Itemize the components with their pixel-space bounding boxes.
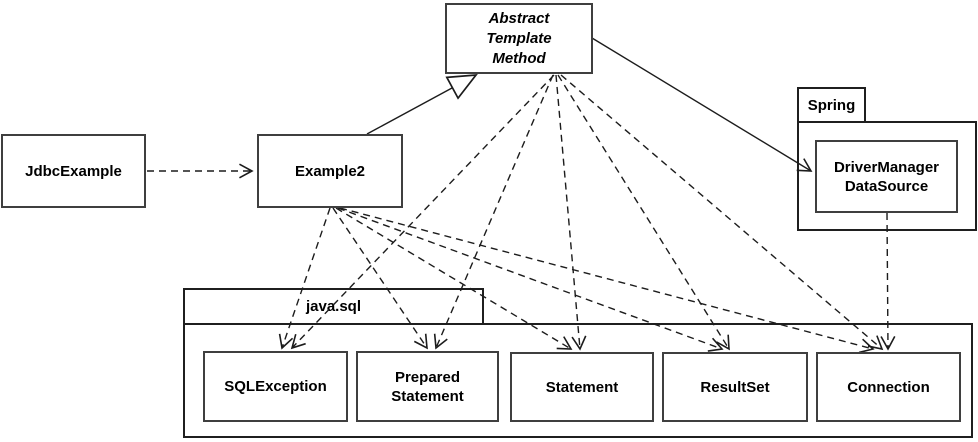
edge-dependency-Example2-to-PreparedStatement — [332, 207, 428, 350]
package-tab-java-sql: java.sql — [183, 288, 484, 325]
class-statement: Statement — [510, 352, 654, 422]
class-label-line: Prepared — [394, 368, 461, 386]
edge-dependency-AbstractTemplateMethod-to-Statement — [555, 74, 587, 351]
class-drivermanagerdatasource: DriverManager DataSource — [815, 140, 958, 213]
edge-dependency-Example2-to-Statement — [335, 207, 573, 350]
class-abstract-template-method: Abstract Template Method — [445, 3, 593, 74]
class-label: Connection — [847, 378, 930, 396]
edge-dependency-Example2-to-Connection — [339, 207, 875, 354]
class-resultset: ResultSet — [662, 352, 808, 422]
edge-association-AbstractTemplateMethod-to-DriverManagerDataSource — [591, 37, 813, 172]
class-example2: Example2 — [257, 134, 403, 208]
class-label: Example2 — [294, 162, 366, 180]
package-label-java-sql: java.sql — [305, 298, 362, 315]
class-label: ResultSet — [700, 378, 770, 396]
class-label-line: Statement — [391, 387, 464, 405]
class-sqlexception: SQLException — [203, 351, 348, 422]
edge-dependency-Example2-to-ResultSet — [337, 207, 724, 352]
edge-dependency-DriverManagerDataSource-to-Connection — [880, 212, 896, 351]
class-connection: Connection — [816, 352, 961, 422]
edge-dependency-AbstractTemplateMethod-to-ResultSet — [557, 74, 730, 351]
class-label-line: Abstract — [488, 9, 550, 27]
class-label-line: Template — [486, 29, 552, 47]
edge-dependency-Example2-to-SQLException — [278, 207, 331, 350]
edge-generalization-Example2-to-AbstractTemplateMethod — [366, 75, 476, 135]
class-label: SQLException — [224, 378, 327, 395]
package-label-spring: Spring — [807, 96, 856, 114]
edge-dependency-AbstractTemplateMethod-to-Connection — [560, 74, 884, 351]
class-label-line: DataSource — [844, 177, 929, 195]
package-tab-spring: Spring — [797, 87, 866, 123]
class-preparedstatement: Prepared Statement — [356, 351, 499, 422]
class-label-line: DriverManager — [833, 158, 940, 176]
edge-dependency-AbstractTemplateMethod-to-PreparedStatement — [433, 74, 554, 350]
class-label: JdbcExample — [25, 162, 122, 180]
edge-dependency-AbstractTemplateMethod-to-SQLException — [290, 74, 555, 350]
class-jdbcexample: JdbcExample — [1, 134, 146, 208]
class-label-line: Method — [492, 49, 546, 67]
class-label: Statement — [545, 378, 619, 396]
